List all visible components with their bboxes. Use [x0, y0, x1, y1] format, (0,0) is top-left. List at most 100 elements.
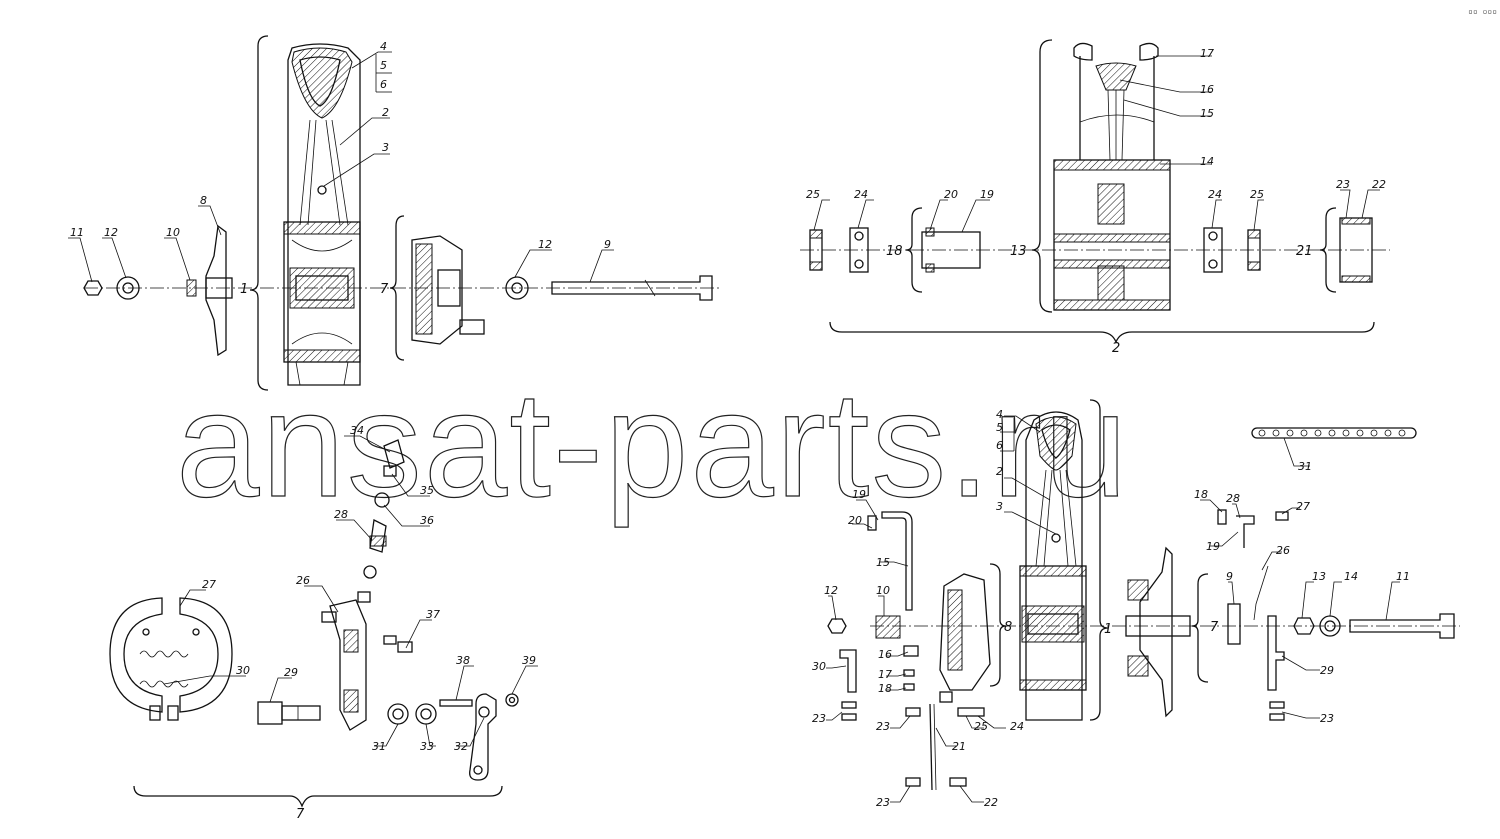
label-19: 19	[980, 188, 994, 201]
label-20-rear: 20	[848, 514, 862, 527]
bolt-11	[1349, 613, 1455, 639]
bracket-13	[1031, 39, 1053, 313]
label-8-rear: 8	[1004, 620, 1012, 635]
label-4: 4	[380, 40, 387, 53]
label-28-rear: 28	[1226, 492, 1240, 505]
label-10: 10	[166, 226, 180, 239]
front-wheel-assembly: 4 5 6 2 3 8 11 12 10 1 7 12 9	[68, 35, 720, 391]
label-3: 3	[382, 141, 389, 154]
bracket-29	[1267, 615, 1285, 691]
label-18: 18	[886, 244, 903, 259]
watermark: ansat-parts.ru	[176, 360, 1129, 528]
washer-12	[116, 276, 140, 300]
label-17-rear: 17	[878, 668, 892, 681]
label-7-brace: 7	[296, 807, 305, 822]
label-27-rear: 27	[1296, 500, 1310, 513]
label-5: 5	[380, 59, 387, 72]
brake-shoe-27a	[109, 597, 163, 713]
label-24b: 24	[1208, 188, 1222, 201]
part-34	[383, 439, 405, 469]
ring-31	[387, 703, 409, 725]
label-16: 16	[1200, 83, 1214, 96]
label-36: 36	[420, 514, 434, 527]
label-38: 38	[456, 654, 470, 667]
spring-top	[139, 650, 189, 658]
label-12: 12	[104, 226, 118, 239]
label-25b: 25	[1250, 188, 1264, 201]
label-23b-rear: 23	[876, 720, 890, 733]
brake-assembly: 34 35 36 28 27 26 37 30 29 38 39 31 33 3…	[109, 424, 538, 822]
lever-32	[469, 693, 497, 781]
label-9: 9	[604, 238, 611, 251]
brace-7	[133, 785, 503, 808]
label-23a-rear: 23	[812, 712, 826, 725]
label-15-rear: 15	[876, 556, 890, 569]
label-21-rear: 21	[952, 740, 966, 753]
label-5-rear: 5	[996, 421, 1003, 434]
label-30-rear: 30	[812, 660, 826, 673]
cylinder-29	[257, 701, 283, 725]
label-31-rear: 31	[1298, 460, 1312, 473]
label-24a: 24	[854, 188, 868, 201]
label-6-rear: 6	[996, 439, 1003, 452]
washer-12b	[505, 276, 529, 300]
bracket-30	[839, 649, 857, 693]
bearing-24b	[1203, 227, 1223, 273]
bracket-7-rear	[1191, 573, 1209, 683]
label-16-rear: 16	[878, 648, 892, 661]
label-39: 39	[522, 654, 536, 667]
chain-31	[1251, 427, 1417, 439]
label-25-rear: 25	[974, 720, 988, 733]
label-14: 14	[1200, 155, 1214, 168]
nut-39	[505, 693, 519, 707]
label-27: 27	[202, 578, 216, 591]
label-29-rear: 29	[1320, 664, 1334, 677]
label-26-rear: 26	[1276, 544, 1290, 557]
label-10-rear: 10	[876, 584, 890, 597]
label-7: 7	[380, 282, 389, 297]
backing-plate-26	[329, 599, 367, 731]
label-23: 23	[1336, 178, 1350, 191]
brake-shoe-27b	[179, 597, 233, 713]
label-31: 31	[372, 740, 386, 753]
label-23c-rear: 23	[876, 796, 890, 809]
bolt-37	[397, 641, 413, 653]
label-37: 37	[426, 608, 440, 621]
ring-33	[415, 703, 437, 725]
link-26	[1253, 565, 1269, 621]
label-9-rear: 9	[1226, 570, 1233, 583]
label-32: 32	[454, 740, 468, 753]
label-12-rear: 12	[824, 584, 838, 597]
label-33: 33	[420, 740, 434, 753]
nut-13	[1293, 617, 1315, 635]
label-8: 8	[200, 194, 207, 207]
label-15: 15	[1200, 107, 1214, 120]
rod-15	[881, 511, 913, 611]
label-18a-rear: 18	[878, 682, 892, 695]
bearing-24a	[849, 227, 869, 273]
nut-12	[827, 618, 847, 634]
label-24-rear: 24	[1010, 720, 1024, 733]
label-14-rear: 14	[1344, 570, 1358, 583]
bracket-21	[1319, 207, 1337, 293]
disc-8	[205, 224, 227, 357]
sprocket-21	[929, 703, 933, 791]
label-11-rear: 11	[1396, 570, 1410, 583]
pin-28	[1236, 515, 1255, 548]
spacer-10	[875, 615, 901, 639]
label-25a: 25	[806, 188, 820, 201]
label-2-rear: 2	[996, 465, 1003, 478]
label-22-rear: 22	[984, 796, 998, 809]
label-35: 35	[420, 484, 434, 497]
label-17: 17	[1200, 47, 1214, 60]
bracket-7	[389, 215, 405, 361]
label-30: 30	[236, 664, 250, 677]
label-11: 11	[70, 226, 84, 239]
bracket-18	[905, 207, 923, 293]
label-34: 34	[350, 424, 364, 437]
label-1: 1	[240, 282, 248, 297]
label-19b-rear: 19	[1206, 540, 1220, 553]
spacer-10	[186, 279, 197, 297]
wheel-hub-group: 17 16 15 14 25 24 20 19 18 13 24 25 23 2…	[800, 39, 1390, 356]
